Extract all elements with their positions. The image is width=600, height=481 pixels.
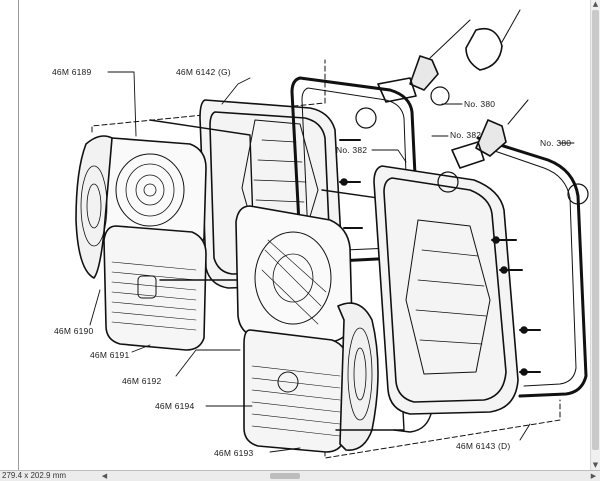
- horizontal-scrollbar[interactable]: ◀ ▶: [100, 472, 598, 480]
- scroll-up-icon[interactable]: ▲: [592, 0, 599, 8]
- label-no-382-left: No. 382: [336, 145, 368, 155]
- page-dimensions: 279.4 x 202.9 mm: [2, 471, 67, 480]
- label-46m-6143-d: 46M 6143 (D): [456, 441, 511, 451]
- horizontal-scroll-thumb[interactable]: [270, 473, 300, 479]
- status-bar: 279.4 x 202.9 mm ◀ ▶: [0, 470, 600, 481]
- label-46m-6191: 46M 6191: [90, 350, 130, 360]
- label-46m-6142-g: 46M 6142 (G): [176, 67, 231, 77]
- vertical-scroll-thumb[interactable]: [592, 10, 599, 450]
- label-no-380-right: No. 380: [540, 138, 572, 148]
- scroll-right-icon[interactable]: ▶: [590, 472, 597, 480]
- label-46m-6194: 46M 6194: [155, 401, 195, 411]
- scroll-down-icon[interactable]: ▼: [592, 461, 599, 469]
- label-no-382-right: No. 382: [450, 130, 482, 140]
- label-46m-6190: 46M 6190: [54, 326, 94, 336]
- page-edge: [0, 0, 19, 470]
- horizontal-scroll-track[interactable]: [110, 473, 588, 479]
- scroll-left-icon[interactable]: ◀: [101, 472, 108, 480]
- vertical-scrollbar[interactable]: ▲ ▼: [590, 0, 600, 470]
- label-46m-6192: 46M 6192: [122, 376, 162, 386]
- label-46m-6193: 46M 6193: [214, 448, 254, 458]
- exploded-lamp-diagram: [75, 9, 589, 459]
- label-no-380-upper: No. 380: [464, 99, 496, 109]
- label-46m-6189: 46M 6189: [52, 67, 92, 77]
